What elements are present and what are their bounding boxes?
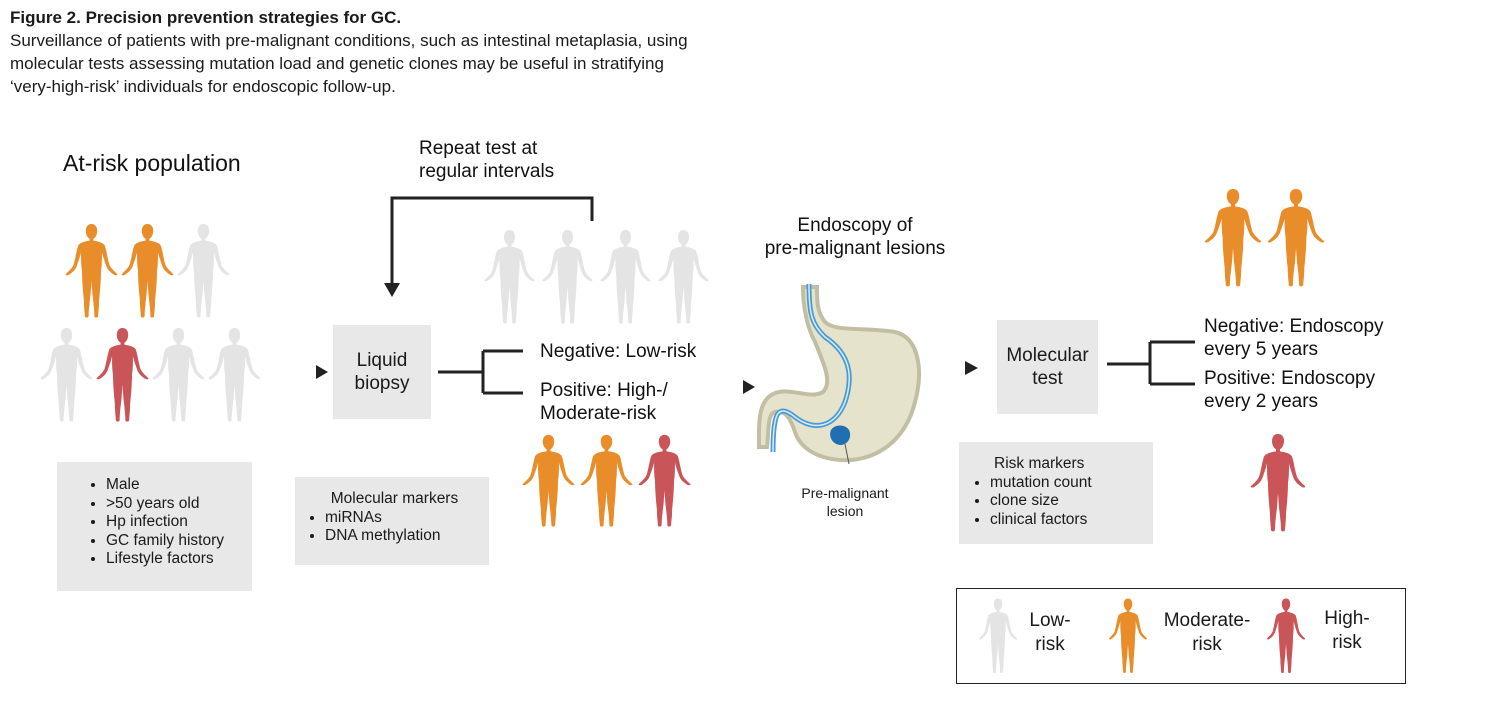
caption-line: molecular tests assessing mutation load … <box>10 54 664 73</box>
person-icon-high-risk <box>1265 597 1307 675</box>
molecular-negative-line1: Negative: Endoscopy <box>1204 316 1384 337</box>
risk-markers-title: Risk markers <box>994 455 1085 472</box>
endoscopy-title-line1: Endoscopy of <box>797 215 913 236</box>
risk-markers-list: Risk markers mutation count clone size c… <box>972 455 1147 529</box>
repeat-test-label: Repeat test at regular intervals <box>419 137 554 183</box>
molecular-negative-result: Negative: Endoscopy every 5 years <box>1204 315 1384 361</box>
stomach-endoscopy-illustration <box>756 283 921 465</box>
risk-marker-item: clinical factors <box>990 511 1147 530</box>
repeat-test-line1: Repeat test at <box>419 138 538 159</box>
liquid-biopsy-box: Liquid biopsy <box>333 325 431 419</box>
risk-markers-box <box>959 442 1153 544</box>
person-icon-high-risk <box>636 433 693 529</box>
repeat-arrowhead <box>384 283 400 297</box>
risk-marker-item: mutation count <box>990 474 1147 493</box>
molecular-negative-line2: every 5 years <box>1204 339 1319 360</box>
person-icon-moderate-risk <box>1202 187 1264 289</box>
molecular-positive-line2: every 2 years <box>1204 391 1319 412</box>
repeat-loop-line <box>390 196 594 285</box>
molecular-positive-result: Positive: Endoscopy every 2 years <box>1204 367 1375 413</box>
person-icon-moderate-risk <box>1107 597 1149 675</box>
endoscopy-title-line2: pre-malignant lesions <box>764 238 946 259</box>
person-icon-high-risk <box>1248 432 1308 534</box>
risk-factor-item: GC family history <box>106 532 224 551</box>
lesion-label: Pre-malignant lesion <box>780 484 910 520</box>
molecular-marker-item: miRNAs <box>325 509 482 528</box>
person-icon-low-risk <box>540 228 595 326</box>
person-icon-low-risk <box>598 228 653 326</box>
molecular-marker-item: DNA methylation <box>325 527 482 546</box>
risk-factors-box <box>57 462 252 591</box>
lesion-label-line2: lesion <box>826 503 864 519</box>
biopsy-positive-result: Positive: High-/ Moderate-risk <box>540 379 668 425</box>
lesion-label-line1: Pre-malignant <box>801 485 889 501</box>
person-icon-moderate-risk <box>578 433 635 529</box>
legend-label-line2: risk <box>1192 634 1222 655</box>
molecular-markers-list: Molecular markers miRNAs DNA methylation <box>307 490 482 546</box>
risk-marker-item: clone size <box>990 492 1147 511</box>
liquid-biopsy-label-line2: biopsy <box>354 373 410 394</box>
legend-label-moderate: Moderate- risk <box>1157 609 1257 657</box>
at-risk-population-title: At-risk population <box>63 150 241 176</box>
risk-factor-item: >50 years old <box>106 495 224 514</box>
person-icon-low-risk <box>977 597 1019 675</box>
molecular-result-bracket <box>1107 340 1195 386</box>
person-icon-moderate-risk <box>1265 187 1327 289</box>
figure-caption: Figure 2. Precision prevention strategie… <box>10 6 688 98</box>
repeat-test-line2: regular intervals <box>419 161 555 182</box>
person-icon-low-risk <box>656 228 711 326</box>
risk-factor-item: Hp infection <box>106 513 224 532</box>
legend-label-line1: High- <box>1324 608 1370 629</box>
endoscopy-title: Endoscopy of pre-malignant lesions <box>755 214 955 260</box>
caption-line: ‘very-high-risk’ individuals for endosco… <box>10 77 396 96</box>
risk-factor-item: Lifestyle factors <box>106 550 224 569</box>
legend-label-line1: Moderate- <box>1163 610 1251 631</box>
liquid-biopsy-label-line1: Liquid <box>356 350 408 371</box>
risk-factors-list: Male >50 years old Hp infection GC famil… <box>88 476 224 569</box>
risk-legend: Low- risk Moderate- risk High- risk <box>956 588 1406 684</box>
biopsy-negative-result: Negative: Low-risk <box>540 341 697 362</box>
biopsy-positive-line1: Positive: High-/ <box>540 380 668 401</box>
legend-label-high: High- risk <box>1317 607 1377 655</box>
legend-label-line2: risk <box>1332 632 1362 653</box>
biopsy-positive-line2: Moderate-risk <box>540 403 657 424</box>
biopsy-result-bracket <box>438 349 523 395</box>
person-icon-moderate-risk <box>520 433 577 529</box>
legend-label-line1: Low- <box>1029 610 1071 631</box>
legend-label-line2: risk <box>1035 634 1065 655</box>
molecular-markers-box <box>295 477 489 565</box>
person-icon-low-risk <box>482 228 537 326</box>
molecular-test-label-line2: test <box>1032 368 1063 389</box>
molecular-positive-line1: Positive: Endoscopy <box>1204 368 1376 389</box>
molecular-test-label-line1: Molecular <box>1006 345 1089 366</box>
caption-line: Surveillance of patients with pre-malign… <box>10 31 688 50</box>
legend-label-low: Low- risk <box>1025 609 1075 657</box>
lesion-icon <box>830 425 851 445</box>
figure-title: Figure 2. Precision prevention strategie… <box>10 8 402 27</box>
molecular-markers-title: Molecular markers <box>330 490 459 507</box>
molecular-test-box: Molecular test <box>997 320 1098 414</box>
risk-factor-item: Male <box>106 476 224 495</box>
